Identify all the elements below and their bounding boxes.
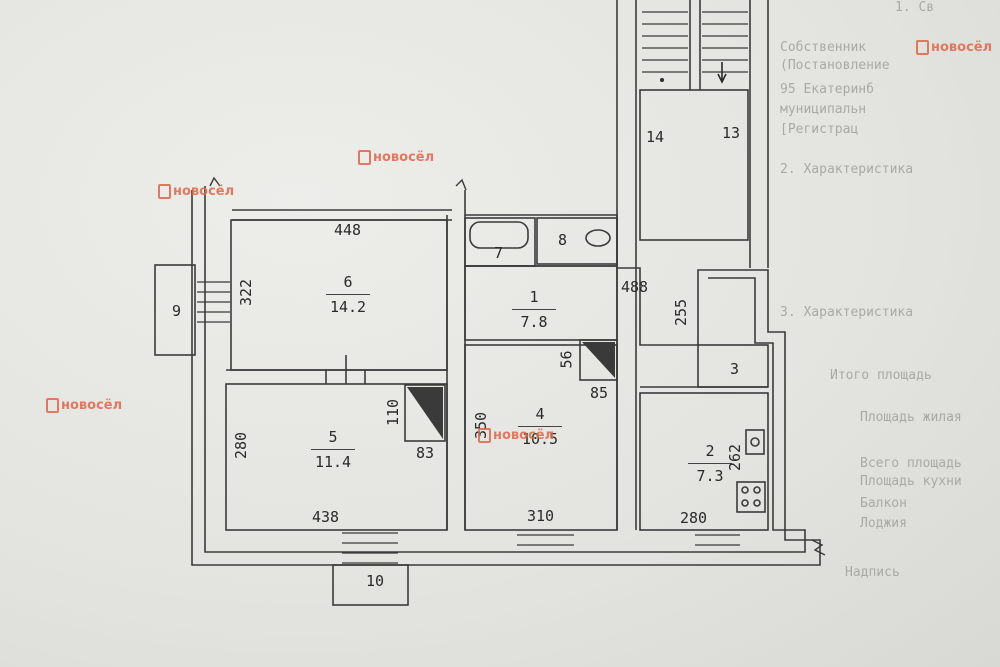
dimension-label: 83 — [416, 444, 435, 462]
room-area: 11.4 — [314, 453, 352, 471]
dimension-label: 110 — [384, 398, 403, 427]
sink-icon — [745, 429, 765, 455]
dimension-label: 280 — [680, 509, 708, 527]
faded-text: Площадь жилая — [860, 410, 962, 425]
room-6-label: 6 14.2 — [318, 273, 378, 316]
stair-arrow-icon — [717, 62, 727, 84]
faded-text: 3. Характеристика — [780, 305, 914, 320]
faded-text: (Постановление — [780, 58, 890, 73]
room-number: 2 — [688, 442, 732, 464]
faded-text: Собственник — [780, 40, 867, 55]
room-1-label: 1 7.8 — [504, 288, 564, 331]
room-number-14: 14 — [646, 128, 665, 146]
room-area: 10.5 — [521, 430, 559, 448]
dimension-label: 448 — [334, 221, 362, 239]
balcony-10-outline — [332, 564, 409, 606]
room-number: 4 — [518, 405, 562, 427]
room-area: 7.8 — [520, 313, 548, 331]
faded-text: 2. Характеристика — [780, 162, 914, 177]
faded-text: Надпись — [845, 565, 900, 580]
dimension-label: 262 — [726, 443, 745, 472]
room-number-13: 13 — [722, 124, 741, 142]
room-2-label: 2 7.3 — [680, 442, 740, 485]
watermark-logo: новосёл — [358, 150, 434, 165]
outer-wall-inner — [204, 186, 806, 553]
watermark-logo: новосёл — [478, 428, 554, 443]
faded-text: 1. Св — [895, 0, 935, 15]
faded-text: муниципальн — [780, 102, 867, 117]
toilet-icon — [585, 229, 611, 247]
bathtub-icon — [469, 221, 529, 249]
room-number-10: 10 — [366, 572, 385, 590]
dimension-label: 438 — [312, 508, 340, 526]
dimension-label: 56 — [557, 350, 576, 369]
room-number: 6 — [326, 273, 370, 295]
stove-icon — [736, 481, 766, 513]
faded-text: [Регистрац — [780, 122, 859, 137]
faded-text: Итого площадь — [830, 368, 932, 383]
room-area: 7.3 — [696, 467, 724, 485]
dimension-label: 280 — [232, 431, 251, 460]
room-number-8: 8 — [558, 231, 568, 249]
room-area: 14.2 — [329, 298, 367, 316]
faded-text: Площадь кухни — [860, 474, 962, 489]
faded-text: 95 Екатеринб — [780, 82, 874, 97]
room-2-outline — [639, 392, 769, 531]
room-number-9: 9 — [172, 302, 182, 320]
room-number-3: 3 — [730, 360, 740, 378]
watermark-logo: новосёл — [158, 184, 234, 199]
dimension-label: 85 — [590, 384, 609, 402]
faded-text: Всего площадь — [860, 456, 962, 471]
watermark-logo: новосёл — [916, 40, 992, 55]
dimension-label: 322 — [237, 278, 256, 307]
dimension-label: 488 — [621, 278, 649, 296]
room-number: 5 — [311, 428, 355, 450]
balcony-9-outline — [154, 264, 196, 356]
room-4-label: 4 10.5 — [510, 405, 570, 448]
faded-text: Балкон — [860, 496, 907, 511]
dimension-label: 310 — [527, 507, 555, 525]
dimension-label: 255 — [672, 298, 691, 327]
outer-wall — [191, 190, 821, 566]
faded-text: Лоджия — [860, 516, 907, 531]
watermark-logo: новосёл — [46, 398, 122, 413]
room-number: 1 — [512, 288, 556, 310]
room-5-label: 5 11.4 — [303, 428, 363, 471]
room-number-7: 7 — [494, 244, 504, 262]
room-8-outline — [536, 217, 618, 265]
